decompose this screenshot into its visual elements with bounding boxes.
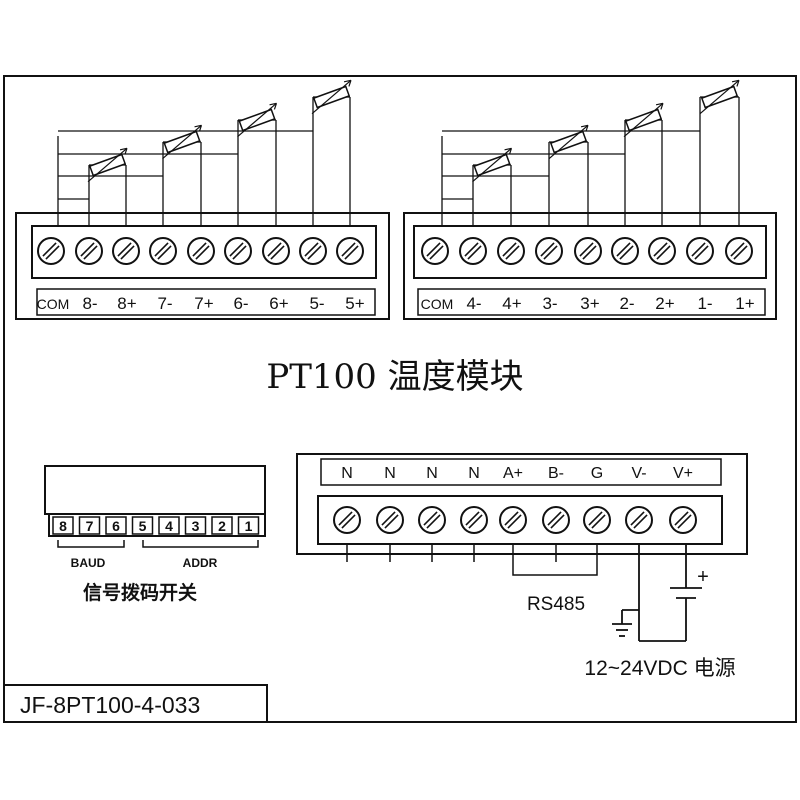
right-terminal-screw <box>725 237 753 265</box>
right-terminal-label: 1- <box>697 294 712 313</box>
power-terminal-screw <box>625 506 653 534</box>
power-terminal-screw <box>460 506 488 534</box>
right-terminal-label: 2- <box>619 294 634 313</box>
model-number-box <box>3 684 268 723</box>
baud-bracket <box>57 540 125 548</box>
right-pt100-sensor-icon <box>699 79 740 115</box>
module-title: PT100 温度模块 <box>266 357 523 397</box>
power-terminal-label: A+ <box>503 465 523 482</box>
left-label-strip <box>36 288 376 316</box>
dip-switch-position-label: 8 <box>59 518 67 534</box>
power-terminal-label: N <box>341 465 353 482</box>
dip-switch: 8 7 6 5 4 3 2 1 BAUD ADDR 信号拨码开关 <box>44 465 266 604</box>
power-terminal-label: G <box>591 465 603 482</box>
power-terminal-screw <box>499 506 527 534</box>
dip-switch-cell <box>78 516 101 535</box>
power-terminal-block: N N N N A+ B- G V- V+ <box>296 453 748 565</box>
dip-switch-row <box>48 513 266 537</box>
left-terminal-screw <box>336 237 364 265</box>
power-label-strip <box>320 458 722 486</box>
power-terminal-label: N <box>468 465 480 482</box>
rs485-bracket <box>512 565 598 576</box>
baud-label: BAUD <box>71 556 106 570</box>
left-terminal-label: 8+ <box>117 294 136 313</box>
left-terminal-block: COM 8- 8+ 7- 7+ 6- 6+ 5- 5+ <box>15 79 390 320</box>
ground-icon <box>612 609 639 637</box>
left-terminal-screw <box>37 237 65 265</box>
left-terminal-screw <box>224 237 252 265</box>
power-terminal-label: B- <box>548 465 564 482</box>
power-terminal-screw <box>376 506 404 534</box>
power-terminal-label: V- <box>631 465 646 482</box>
dip-switch-caption: 信号拨码开关 <box>83 581 197 604</box>
right-terminal-screw <box>686 237 714 265</box>
left-pt100-sensor-icon <box>311 79 352 115</box>
power-terminal-label: N <box>426 465 438 482</box>
dip-switch-cell <box>105 516 127 535</box>
dip-switch-position-label: 3 <box>192 518 200 534</box>
power-terminal-screw <box>333 506 361 534</box>
power-terminal-screw <box>542 506 570 534</box>
power-terminal-label: V+ <box>673 465 693 482</box>
left-terminal-label: 8- <box>82 294 97 313</box>
right-terminal-screw <box>611 237 639 265</box>
right-terminal-label: 4- <box>466 294 481 313</box>
left-terminal-label: 5+ <box>345 294 364 313</box>
right-terminal-screw <box>421 237 449 265</box>
dip-switch-cell <box>237 516 260 535</box>
dip-switch-position-label: 2 <box>218 518 226 534</box>
left-terminal-screw <box>112 237 140 265</box>
dip-switch-position-label: 1 <box>245 518 253 534</box>
dip-switch-cell <box>211 516 233 535</box>
right-terminal-screw <box>497 237 525 265</box>
rs485-label: RS485 <box>527 594 585 615</box>
left-terminal-screw <box>187 237 215 265</box>
right-label-strip <box>417 288 766 316</box>
right-terminal-screw <box>459 237 487 265</box>
battery-plus-sign: + <box>697 566 709 588</box>
power-supply-wiring: + <box>612 545 709 642</box>
dip-switch-cell <box>158 516 180 535</box>
left-terminal-screw <box>75 237 103 265</box>
left-terminal-label: 6- <box>233 294 248 313</box>
left-terminal-screw <box>299 237 327 265</box>
dip-switch-cell <box>184 516 207 535</box>
addr-label: ADDR <box>183 556 218 570</box>
left-terminal-label: 5- <box>309 294 324 313</box>
left-terminal-label: 7- <box>157 294 172 313</box>
right-terminal-screw <box>648 237 676 265</box>
left-terminal-label: COM <box>37 296 70 312</box>
dip-switch-position-label: 7 <box>86 518 94 534</box>
left-terminal-label: 6+ <box>269 294 288 313</box>
dip-switch-position-label: 4 <box>165 518 173 534</box>
power-label: 12~24VDC 电源 <box>584 657 735 680</box>
dip-switch-position-label: 6 <box>112 518 120 534</box>
power-terminal-screw <box>418 506 446 534</box>
right-terminal-label: 4+ <box>502 294 521 313</box>
dip-switch-position-label: 5 <box>139 518 147 534</box>
right-terminal-label: 3+ <box>580 294 599 313</box>
power-terminal-screw <box>669 506 697 534</box>
left-terminal-label: 7+ <box>194 294 213 313</box>
right-terminal-screw <box>574 237 602 265</box>
model-number: JF-8PT100-4-033 <box>20 692 200 718</box>
power-terminal-label: N <box>384 465 396 482</box>
left-terminal-screw <box>262 237 290 265</box>
dip-switch-cell <box>131 516 154 535</box>
dip-switch-body <box>44 465 266 515</box>
right-terminal-label: 1+ <box>735 294 754 313</box>
addr-bracket <box>142 540 259 548</box>
outer-frame <box>3 75 797 723</box>
left-terminal-screw <box>149 237 177 265</box>
right-terminal-block: COM 4- 4+ 3- 3+ 2- 2+ 1- 1+ <box>403 79 777 320</box>
dip-switch-cell <box>52 516 74 535</box>
right-terminal-label: COM <box>421 296 454 312</box>
power-terminal-screw <box>583 506 611 534</box>
right-terminal-label: 2+ <box>655 294 674 313</box>
right-terminal-screw <box>535 237 563 265</box>
right-terminal-label: 3- <box>542 294 557 313</box>
